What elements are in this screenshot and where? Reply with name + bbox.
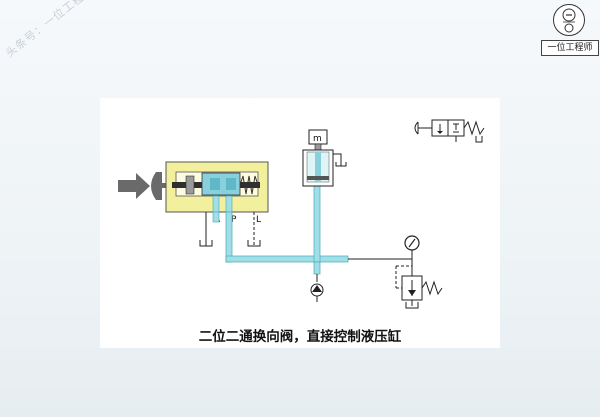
check-valve-symbol <box>310 274 324 302</box>
diagram-panel <box>100 98 500 348</box>
brand-logo: 一位工程师 <box>541 2 599 56</box>
diagram-caption: 二位二通换向阀，直接控制液压缸 <box>198 329 402 345</box>
valve-spring <box>239 175 259 195</box>
hydraulic-cylinder: m <box>302 129 347 187</box>
valve-symbol-legend <box>414 119 485 143</box>
pressure-gauge-icon <box>404 235 420 259</box>
relief-valve-symbol <box>395 259 443 309</box>
push-button-head <box>151 172 162 200</box>
logo-label: 一位工程师 <box>541 40 599 56</box>
port-label-l: L <box>256 215 261 225</box>
port-label-p: P <box>231 215 237 225</box>
cylinder-label: m <box>313 134 322 144</box>
push-arrow-icon <box>118 173 150 199</box>
logo-emblem <box>553 4 585 36</box>
